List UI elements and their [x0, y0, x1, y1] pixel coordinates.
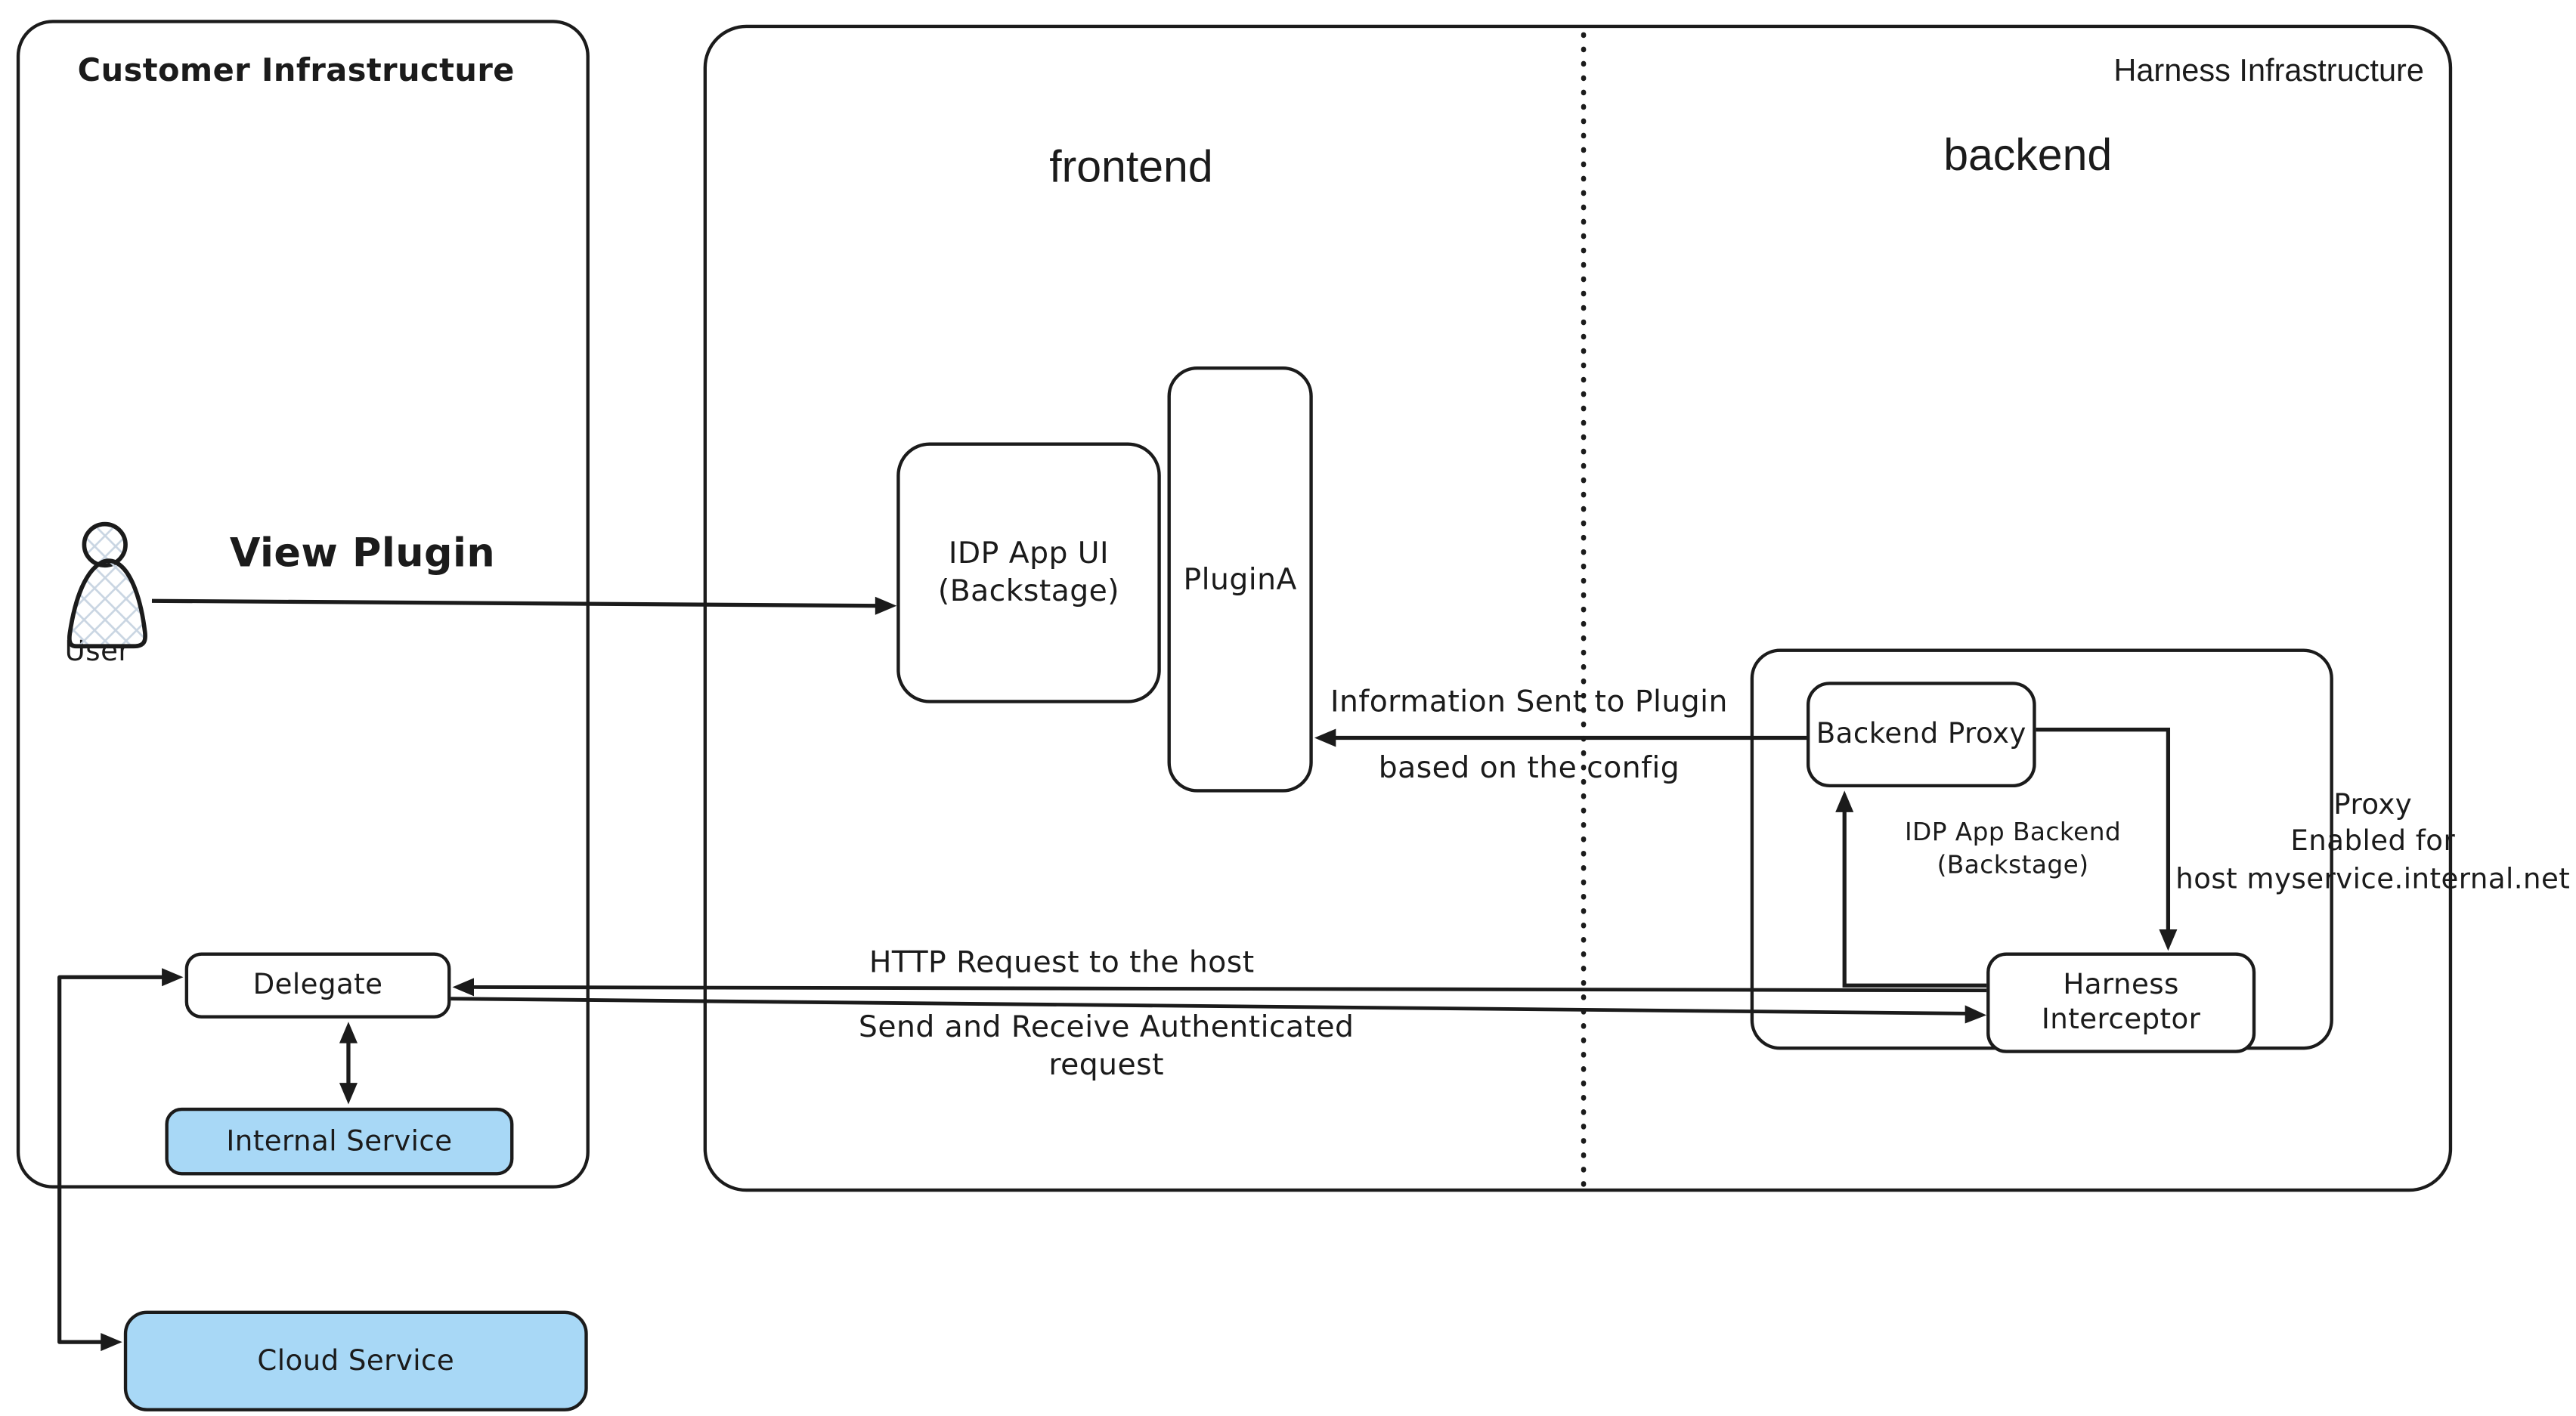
idp-app-ui-line1: IDP App UI	[948, 536, 1110, 571]
customer-infrastructure-title: Customer Infrastructure	[77, 52, 515, 89]
backend-proxy-label: Backend Proxy	[1816, 718, 2026, 751]
send-receive-label: Send and Receive Authenticated request	[858, 1009, 1355, 1083]
proxy-enabled-label: Proxy Enabled for host myservice.interna…	[2175, 789, 2571, 896]
internal-service-node: Internal Service	[165, 1107, 514, 1176]
plugin-a-label: PluginA	[1183, 561, 1297, 597]
internal-service-label: Internal Service	[226, 1124, 453, 1158]
cloud-service-label: Cloud Service	[257, 1344, 455, 1378]
idp-app-backend-label: IDP App Backend (Backstage)	[1904, 817, 2122, 880]
backend-proxy-node: Backend Proxy	[1806, 682, 2036, 788]
backend-label: backend	[1943, 130, 2113, 181]
idp-app-ui-node: IDP App UI (Backstage)	[896, 442, 1161, 703]
info-sent-label-line1: Information Sent to Plugin	[1330, 685, 1728, 720]
cloud-service-node: Cloud Service	[123, 1310, 588, 1411]
harness-infrastructure-box	[703, 24, 2453, 1192]
idp-app-ui-line2: (Backstage)	[937, 574, 1120, 610]
harness-interceptor-node: Harness Interceptor	[1986, 952, 2256, 1053]
view-plugin-label: View Plugin	[229, 530, 496, 577]
plugin-a-node: PluginA	[1167, 366, 1313, 793]
http-request-label: HTTP Request to the host	[868, 945, 1255, 981]
delegate-label: Delegate	[252, 969, 383, 1003]
info-sent-label-line2: based on the config	[1378, 750, 1680, 786]
delegate-node: Delegate	[184, 952, 451, 1019]
harness-infrastructure-title: Harness Infrastructure	[2113, 54, 2424, 89]
user-label: User	[64, 635, 131, 669]
frontend-label: frontend	[1049, 141, 1213, 192]
